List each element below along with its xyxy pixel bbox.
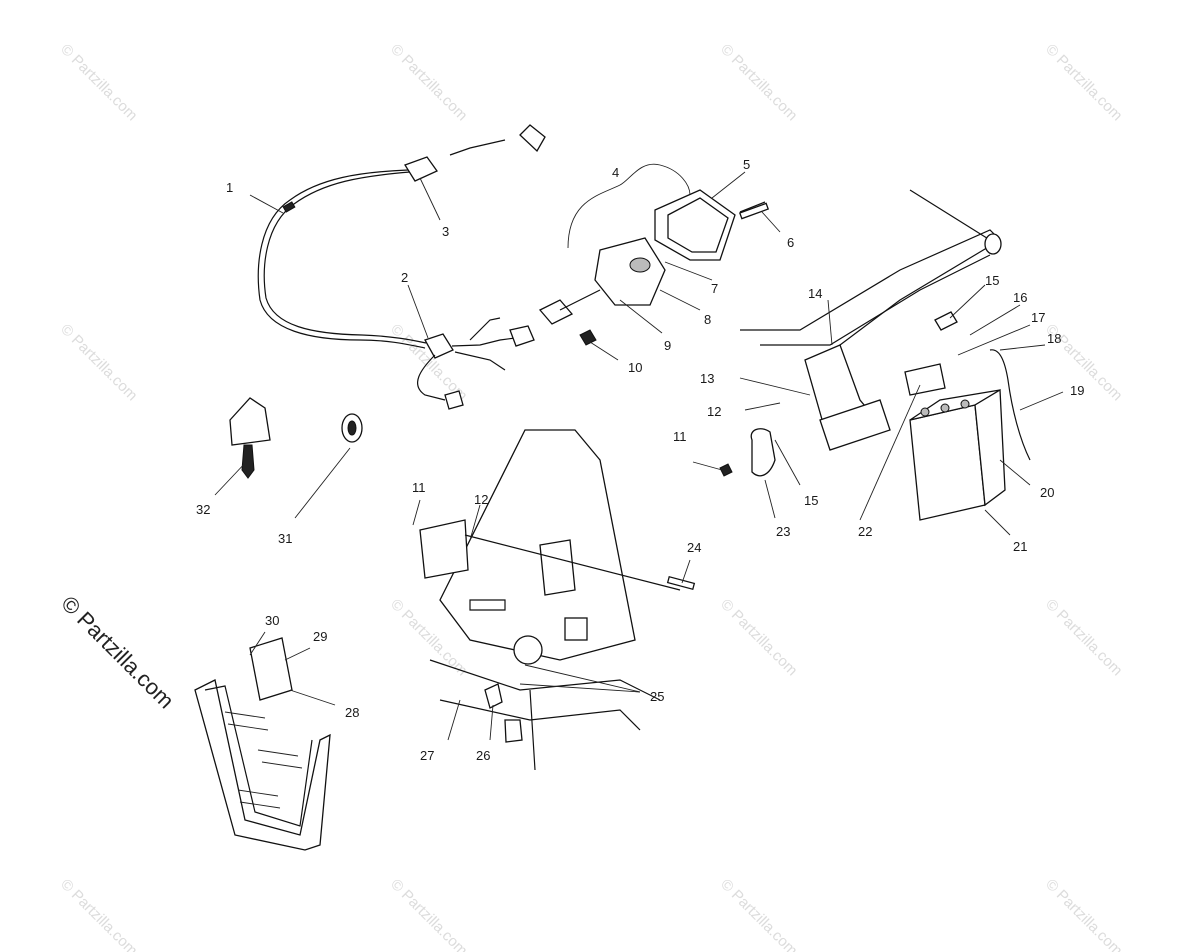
callout-14: 14 — [808, 286, 822, 301]
leader-lines — [214, 171, 1064, 741]
callout-22: 22 — [858, 524, 872, 539]
callout-8: 8 — [704, 312, 711, 327]
frame-battery-area — [719, 189, 1031, 521]
callout-11: 11 — [412, 480, 426, 495]
watermark: © Partzilla.com — [387, 41, 470, 124]
callout-24: 24 — [687, 540, 701, 555]
callout-9: 9 — [664, 338, 671, 353]
callouts: 1 2 3 4 5 6 7 8 9 10 11 11 12 12 13 14 1… — [196, 157, 1084, 763]
callout-6: 6 — [787, 235, 794, 250]
callout-4: 4 — [612, 165, 619, 180]
watermark: © Partzilla.com — [57, 876, 140, 952]
watermark: © Partzilla.com — [1042, 876, 1125, 952]
tail-light-assembly — [538, 163, 770, 346]
callout-26: 26 — [476, 748, 490, 763]
callout-30: 30 — [265, 613, 279, 628]
watermark: © Partzilla.com — [717, 596, 800, 679]
side-watermark: © Partzilla.com — [56, 591, 179, 714]
callout-19: 19 — [1070, 383, 1084, 398]
callout-20: 20 — [1040, 485, 1054, 500]
callout-15: 15 — [804, 493, 818, 508]
callout-21: 21 — [1013, 539, 1027, 554]
mounting-plate — [419, 429, 696, 771]
callout-32: 32 — [196, 502, 210, 517]
watermark: © Partzilla.com — [387, 876, 470, 952]
callout-29: 29 — [313, 629, 327, 644]
callout-3: 3 — [442, 224, 449, 239]
callout-23: 23 — [776, 524, 790, 539]
watermark: © Partzilla.com — [717, 41, 800, 124]
callout-16: 16 — [1013, 290, 1027, 305]
watermark: © Partzilla.com — [1042, 41, 1125, 124]
watermark: © Partzilla.com — [57, 321, 140, 404]
callout-31: 31 — [278, 531, 292, 546]
callout-2: 2 — [401, 270, 408, 285]
callout-25: 25 — [650, 689, 664, 704]
callout-1: 1 — [226, 180, 233, 195]
watermark: © Partzilla.com — [717, 876, 800, 952]
wiring-harness — [257, 124, 546, 410]
callout-17: 17 — [1031, 310, 1045, 325]
callout-11: 11 — [673, 429, 687, 444]
callout-12: 12 — [474, 492, 488, 507]
callout-18: 18 — [1047, 331, 1061, 346]
watermark: © Partzilla.com — [57, 41, 140, 124]
callout-7: 7 — [711, 281, 718, 296]
callout-13: 13 — [700, 371, 714, 386]
callout-27: 27 — [420, 748, 434, 763]
callout-12: 12 — [707, 404, 721, 419]
callout-5: 5 — [743, 157, 750, 172]
callout-28: 28 — [345, 705, 359, 720]
skid-guard — [194, 637, 331, 851]
callout-10: 10 — [628, 360, 642, 375]
watermark: © Partzilla.com — [1042, 596, 1125, 679]
small-parts — [229, 397, 363, 479]
callout-15: 15 — [985, 273, 999, 288]
